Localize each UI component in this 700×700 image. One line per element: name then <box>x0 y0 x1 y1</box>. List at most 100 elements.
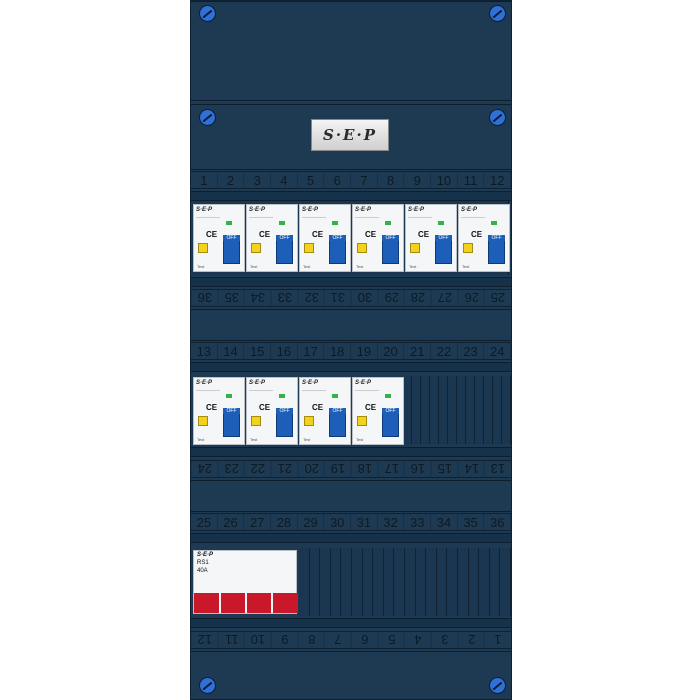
rcbo-brand: S·E·P <box>355 207 372 213</box>
slot-number: 29 <box>377 290 405 306</box>
slot-number: 4 <box>404 632 432 648</box>
test-label: Test <box>303 437 311 442</box>
slot-number: 12 <box>484 172 511 188</box>
slot-number: 22 <box>431 343 458 359</box>
slot-number: 21 <box>404 343 432 359</box>
rcbo-brand: S·E·P <box>249 207 266 213</box>
slot-number: 2 <box>457 632 485 648</box>
screw-icon <box>489 109 506 126</box>
test-button[interactable] <box>357 243 367 253</box>
slot-number: 32 <box>297 290 325 306</box>
slot-number: 19 <box>324 461 352 477</box>
slot-number: 6 <box>351 632 378 648</box>
slot-number: 15 <box>431 461 458 477</box>
breaker-lever[interactable] <box>329 239 346 264</box>
slot-number: 5 <box>298 172 325 188</box>
rcbo-brand: S·E·P <box>408 207 425 213</box>
slot-number: 8 <box>297 632 325 648</box>
slot-number: 13 <box>484 461 511 477</box>
breaker-lever[interactable] <box>382 239 399 264</box>
breaker-lever[interactable] <box>488 239 505 264</box>
test-button[interactable] <box>410 243 420 253</box>
top-cover-panel <box>191 1 511 101</box>
status-indicator <box>279 394 285 398</box>
breaker-lever[interactable] <box>223 239 240 264</box>
rcbo-spec-text <box>355 390 379 405</box>
blank-panel <box>191 309 511 341</box>
din-rail <box>191 447 511 457</box>
slot-number: 23 <box>458 343 485 359</box>
test-button[interactable] <box>198 416 208 426</box>
slot-number: 26 <box>457 290 485 306</box>
lever-label: OFF <box>329 408 346 414</box>
breaker-lever[interactable] <box>329 412 346 437</box>
status-indicator <box>332 394 338 398</box>
test-label: Test <box>356 437 364 442</box>
slot-number: 5 <box>377 632 405 648</box>
slot-number: 1 <box>191 172 218 188</box>
slot-number: 16 <box>404 461 432 477</box>
row3-blank-covers <box>299 548 511 616</box>
test-button[interactable] <box>251 416 261 426</box>
slot-number: 11 <box>217 632 245 648</box>
slot-number: 31 <box>351 514 378 530</box>
rcbo-spec-text <box>249 217 273 232</box>
slot-number: 30 <box>324 514 352 530</box>
test-button[interactable] <box>463 243 473 253</box>
slot-number: 1 <box>484 632 511 648</box>
test-button[interactable] <box>251 243 261 253</box>
slot-number: 8 <box>378 172 405 188</box>
slot-number: 23 <box>217 461 245 477</box>
slot-number: 2 <box>218 172 245 188</box>
slot-number: 25 <box>191 514 218 530</box>
breaker-lever[interactable] <box>435 239 452 264</box>
test-button[interactable] <box>198 243 208 253</box>
test-button[interactable] <box>304 243 314 253</box>
lever-label: OFF <box>329 235 346 241</box>
ce-mark: CE <box>471 230 483 239</box>
rcbo-spec-text <box>196 217 220 232</box>
test-button[interactable] <box>357 416 367 426</box>
slot-number: 10 <box>431 172 458 188</box>
test-button[interactable] <box>304 416 314 426</box>
slot-number: 17 <box>298 343 325 359</box>
breaker-lever[interactable] <box>276 239 293 264</box>
breaker-lever[interactable] <box>276 412 293 437</box>
breaker-lever[interactable] <box>382 412 399 437</box>
slot-number: 36 <box>484 514 511 530</box>
slot-number: 27 <box>431 290 458 306</box>
rcbo-spec-text <box>249 390 273 405</box>
screw-icon <box>199 109 216 126</box>
slot-number: 19 <box>351 343 378 359</box>
pole-divider <box>219 593 221 613</box>
ce-mark: CE <box>312 230 324 239</box>
breaker-lever[interactable] <box>223 412 240 437</box>
ce-mark: CE <box>259 403 271 412</box>
main-switch[interactable]: S·E·P RS1 40A <box>193 550 298 614</box>
main-switch-rating: 40A <box>197 568 208 574</box>
status-indicator <box>332 221 338 225</box>
slot-number: 3 <box>244 172 272 188</box>
slot-number: 29 <box>298 514 325 530</box>
main-switch-label: RS1 <box>197 560 209 566</box>
rcbo-brand: S·E·P <box>302 207 319 213</box>
din-rail <box>191 533 511 543</box>
slot-number: 10 <box>244 632 272 648</box>
slot-number: 24 <box>484 343 511 359</box>
slot-number: 18 <box>351 461 378 477</box>
pole-divider <box>271 593 273 613</box>
slot-number: 9 <box>271 632 298 648</box>
